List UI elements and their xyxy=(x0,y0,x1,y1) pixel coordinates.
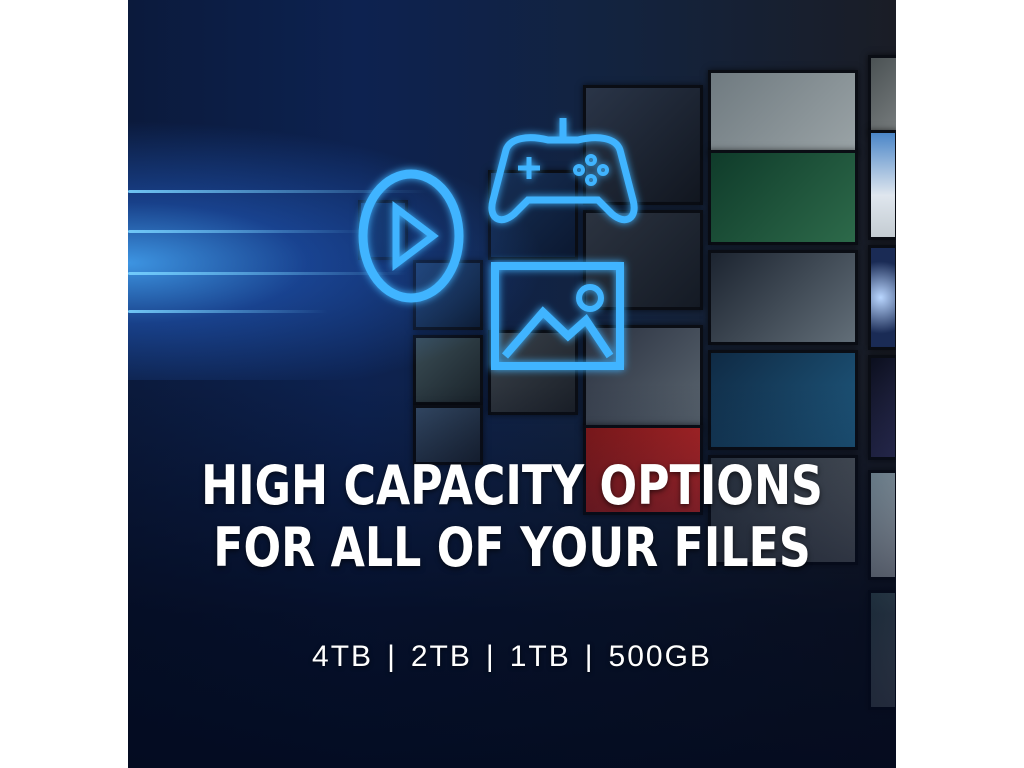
capacity-500gb: 500GB xyxy=(608,640,712,673)
capacity-options: 4TB | 2TB | 1TB | 500GB xyxy=(128,640,896,674)
separator: | xyxy=(387,640,397,673)
capacity-4tb: 4TB xyxy=(312,640,374,673)
gamepad-icon xyxy=(488,118,638,224)
headline-line-1: HIGH CAPACITY OPTIONS xyxy=(201,454,823,517)
capacity-1tb: 1TB xyxy=(509,640,571,673)
play-icon xyxy=(358,169,464,303)
headline: HIGH CAPACITY OPTIONS FOR ALL OF YOUR FI… xyxy=(197,455,827,579)
headline-line-2: FOR ALL OF YOUR FILES xyxy=(213,516,811,579)
bottom-shade xyxy=(128,0,896,768)
separator: | xyxy=(584,640,595,673)
separator: | xyxy=(485,640,496,673)
capacity-2tb: 2TB xyxy=(410,640,472,673)
product-banner: HIGH CAPACITY OPTIONS FOR ALL OF YOUR FI… xyxy=(128,0,896,768)
image-icon xyxy=(491,262,624,370)
media-icons xyxy=(358,118,638,370)
